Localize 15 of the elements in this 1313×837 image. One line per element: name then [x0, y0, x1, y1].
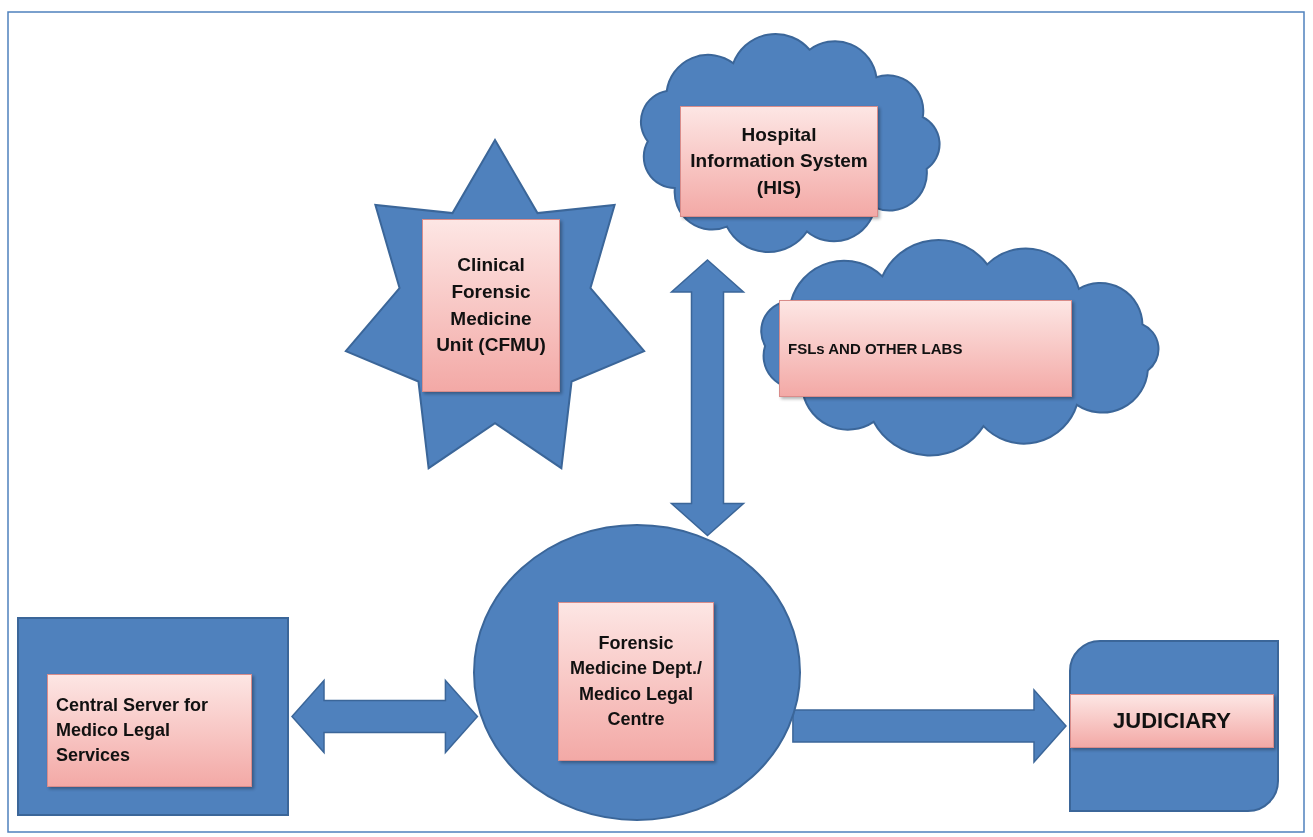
- node-label: Clinical Forensic Medicine Unit (CFMU): [435, 253, 547, 358]
- block-arrow: [291, 678, 479, 755]
- node-label: Central Server for Medico Legal Services: [56, 693, 210, 768]
- node-label: JUDICIARY: [1113, 706, 1231, 735]
- label-box: [1070, 694, 1274, 748]
- node-label: FSLs AND OTHER LABS: [788, 339, 963, 359]
- label-box: [558, 602, 714, 761]
- node-label: Forensic Medicine Dept./ Medico Legal Centre: [569, 632, 703, 731]
- node-label: Hospital Information System (HIS): [689, 122, 869, 200]
- block-arrow: [669, 259, 746, 537]
- label-box: [680, 106, 878, 217]
- block-arrow: [792, 688, 1067, 764]
- label-box: [779, 300, 1072, 397]
- label-box: [47, 674, 252, 787]
- label-box: [422, 219, 560, 392]
